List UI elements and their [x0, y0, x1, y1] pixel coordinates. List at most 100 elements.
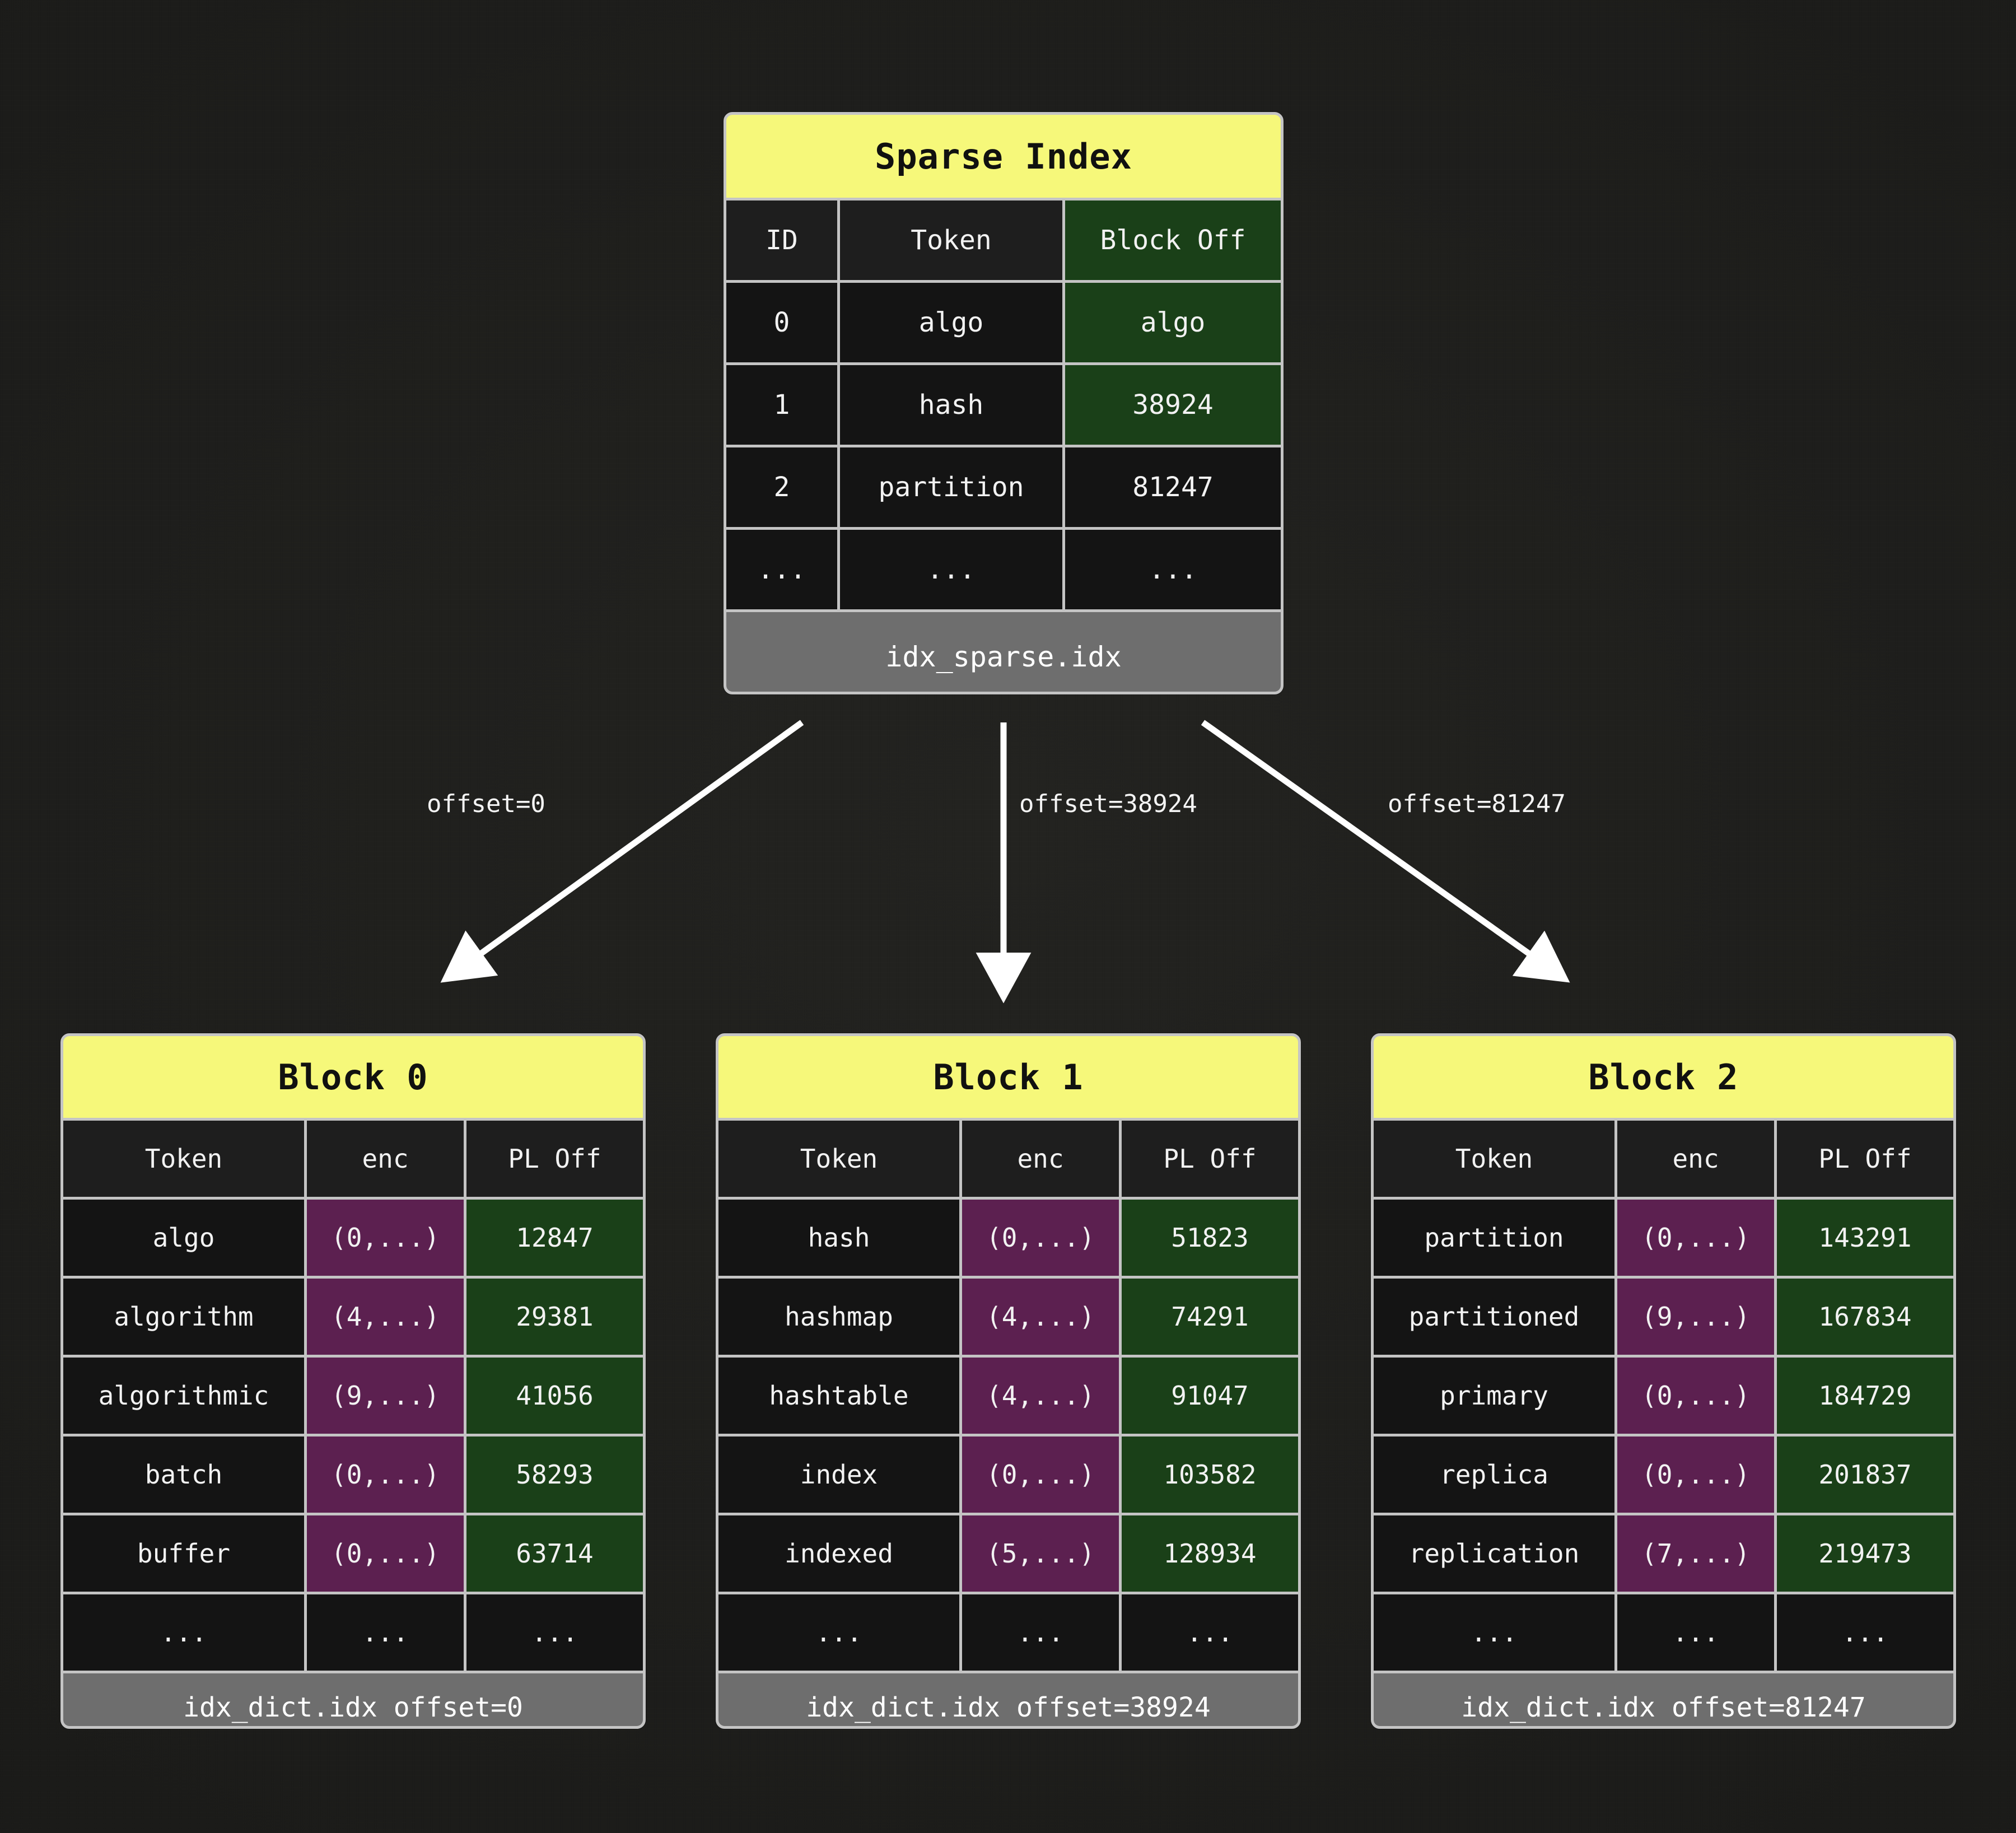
cell-enc: (5,...)	[962, 1515, 1119, 1592]
cell-enc: (0,...)	[307, 1200, 464, 1276]
table-header-row: Token enc PL Off	[63, 1121, 643, 1197]
cell-pl-off: ...	[466, 1594, 643, 1671]
table-row[interactable]: hashtable (4,...) 91047	[718, 1358, 1298, 1434]
cell-token: algo	[63, 1200, 304, 1276]
table-header-row: Token enc PL Off	[1374, 1121, 1953, 1197]
cell-pl-off: 29381	[466, 1279, 643, 1355]
table-row-ellipsis: ... ... ...	[63, 1594, 643, 1671]
cell-enc: ...	[962, 1594, 1119, 1671]
table-row[interactable]: batch (0,...) 58293	[63, 1436, 643, 1513]
table-row[interactable]: replica (0,...) 201837	[1374, 1436, 1953, 1513]
cell-enc: (0,...)	[962, 1200, 1119, 1276]
block-card-0[interactable]: Block 0 Token enc PL Off algo (0,...) 12…	[60, 1033, 646, 1729]
table-row[interactable]: buffer (0,...) 63714	[63, 1515, 643, 1592]
cell-enc: (4,...)	[307, 1279, 464, 1355]
cell-token: partition	[1374, 1200, 1614, 1276]
table-row[interactable]: algo (0,...) 12847	[63, 1200, 643, 1276]
block-card-1[interactable]: Block 1 Token enc PL Off hash (0,...) 51…	[716, 1033, 1301, 1729]
table-row[interactable]: partitioned (9,...) 167834	[1374, 1279, 1953, 1355]
block-0-title: Block 0	[63, 1036, 643, 1118]
arrow-to-block-2	[1201, 720, 1570, 983]
cell-pl-off: 201837	[1777, 1436, 1953, 1513]
block-1-filename: idx_dict.idx offset=38924	[718, 1673, 1298, 1726]
cell-token: ...	[1374, 1594, 1614, 1671]
edge-label-offset-38924: offset=38924	[1019, 790, 1197, 818]
edge-label-offset-0: offset=0	[427, 790, 545, 818]
cell-token: partition	[840, 447, 1062, 527]
cell-enc: ...	[1617, 1594, 1774, 1671]
cell-pl-off: 74291	[1122, 1279, 1298, 1355]
block-1-title: Block 1	[718, 1036, 1298, 1118]
cell-token: partitioned	[1374, 1279, 1614, 1355]
block-2-filename: idx_dict.idx offset=81247	[1374, 1673, 1953, 1726]
cell-block-off: 81247	[1065, 447, 1281, 527]
cell-pl-off: 41056	[466, 1358, 643, 1434]
cell-id: 0	[726, 283, 837, 362]
column-header-block-off: Block Off	[1065, 200, 1281, 280]
table-row[interactable]: 1 hash 38924	[726, 365, 1281, 445]
table-row[interactable]: hashmap (4,...) 74291	[718, 1279, 1298, 1355]
table-row[interactable]: hash (0,...) 51823	[718, 1200, 1298, 1276]
column-header-pl-off: PL Off	[466, 1121, 643, 1197]
column-header-token: Token	[840, 200, 1062, 280]
table-row[interactable]: index (0,...) 103582	[718, 1436, 1298, 1513]
table-row[interactable]: replication (7,...) 219473	[1374, 1515, 1953, 1592]
block-0-table: Token enc PL Off algo (0,...) 12847 algo…	[63, 1118, 643, 1671]
cell-token: replica	[1374, 1436, 1614, 1513]
block-2-table: Token enc PL Off partition (0,...) 14329…	[1374, 1118, 1953, 1671]
column-header-enc: enc	[1617, 1121, 1774, 1197]
cell-token: ...	[63, 1594, 304, 1671]
cell-enc: (0,...)	[1617, 1200, 1774, 1276]
cell-pl-off: 103582	[1122, 1436, 1298, 1513]
cell-pl-off: 58293	[466, 1436, 643, 1513]
table-row[interactable]: primary (0,...) 184729	[1374, 1358, 1953, 1434]
column-header-token: Token	[718, 1121, 959, 1197]
cell-token: batch	[63, 1436, 304, 1513]
table-header-row: Token enc PL Off	[718, 1121, 1298, 1197]
cell-block-off: 38924	[1065, 365, 1281, 445]
table-row[interactable]: 0 algo algo	[726, 283, 1281, 362]
block-0-filename: idx_dict.idx offset=0	[63, 1673, 643, 1726]
cell-token: index	[718, 1436, 959, 1513]
cell-token: replication	[1374, 1515, 1614, 1592]
cell-token: ...	[840, 530, 1062, 609]
cell-block-off: algo	[1065, 283, 1281, 362]
cell-enc: (7,...)	[1617, 1515, 1774, 1592]
cell-pl-off: 63714	[466, 1515, 643, 1592]
cell-block-off: ...	[1065, 530, 1281, 609]
column-header-pl-off: PL Off	[1777, 1121, 1953, 1197]
cell-pl-off: 219473	[1777, 1515, 1953, 1592]
cell-pl-off: 167834	[1777, 1279, 1953, 1355]
cell-token: hashtable	[718, 1358, 959, 1434]
table-row-ellipsis: ... ... ...	[1374, 1594, 1953, 1671]
table-row[interactable]: algorithm (4,...) 29381	[63, 1279, 643, 1355]
cell-enc: (4,...)	[962, 1358, 1119, 1434]
column-header-token: Token	[63, 1121, 304, 1197]
block-card-2[interactable]: Block 2 Token enc PL Off partition (0,..…	[1371, 1033, 1956, 1729]
sparse-index-filename: idx_sparse.idx	[726, 612, 1281, 692]
sparse-index-table: ID Token Block Off 0 algo algo 1 hash 38…	[726, 198, 1281, 609]
table-row-ellipsis: ... ... ...	[726, 530, 1281, 609]
cell-pl-off: 51823	[1122, 1200, 1298, 1276]
arrow-to-block-0	[440, 720, 804, 983]
column-header-enc: enc	[962, 1121, 1119, 1197]
cell-enc: (0,...)	[307, 1515, 464, 1592]
cell-token: hashmap	[718, 1279, 959, 1355]
column-header-pl-off: PL Off	[1122, 1121, 1298, 1197]
sparse-index-card[interactable]: Sparse Index ID Token Block Off 0 algo a…	[724, 112, 1284, 694]
table-row[interactable]: indexed (5,...) 128934	[718, 1515, 1298, 1592]
block-1-table: Token enc PL Off hash (0,...) 51823 hash…	[718, 1118, 1298, 1671]
cell-token: indexed	[718, 1515, 959, 1592]
table-row[interactable]: algorithmic (9,...) 41056	[63, 1358, 643, 1434]
cell-enc: (9,...)	[307, 1358, 464, 1434]
table-row[interactable]: partition (0,...) 143291	[1374, 1200, 1953, 1276]
cell-pl-off: 184729	[1777, 1358, 1953, 1434]
cell-enc: (0,...)	[1617, 1358, 1774, 1434]
cell-token: hash	[840, 365, 1062, 445]
table-row[interactable]: 2 partition 81247	[726, 447, 1281, 527]
block-2-title: Block 2	[1374, 1036, 1953, 1118]
cell-pl-off: 91047	[1122, 1358, 1298, 1434]
cell-enc: (0,...)	[962, 1436, 1119, 1513]
table-row-ellipsis: ... ... ...	[718, 1594, 1298, 1671]
